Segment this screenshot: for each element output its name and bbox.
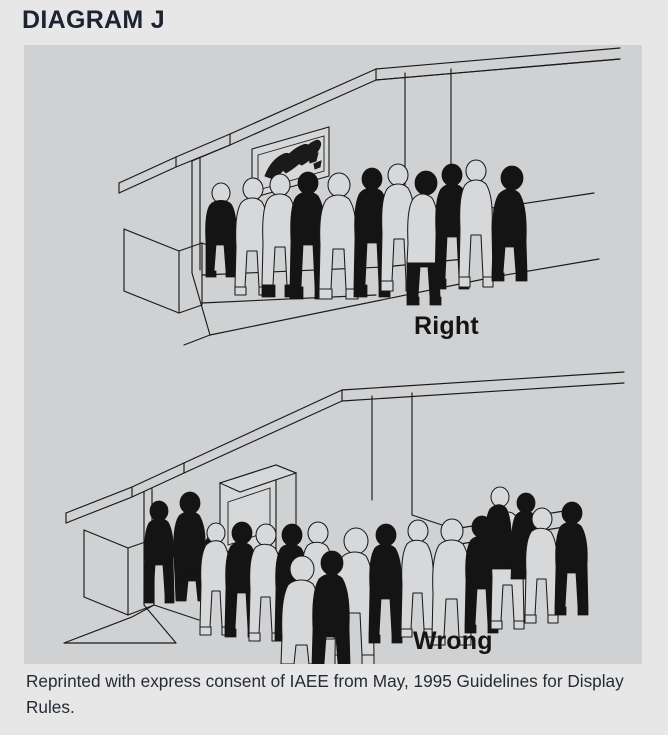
- attendee-figure: [368, 523, 403, 644]
- crowd-right: [205, 159, 528, 306]
- attendee-figure: [205, 182, 237, 278]
- attendee-figure: [248, 523, 283, 642]
- scene-label-right: Right: [414, 312, 479, 340]
- attendee-figure: [311, 550, 351, 664]
- attendee-figure: [318, 172, 359, 300]
- attendee-figure: [406, 170, 442, 306]
- attendee-figure: [524, 507, 559, 624]
- title-band: DIAGRAM J: [0, 0, 236, 45]
- page-title: DIAGRAM J: [22, 6, 165, 34]
- attendee-figure: [491, 165, 528, 282]
- attendee-figure: [458, 159, 494, 288]
- attendee-figure: [280, 555, 322, 664]
- artwork-scribble: [264, 139, 322, 186]
- scene-label-wrong: Wrong: [413, 627, 493, 655]
- attendee-figure: [143, 500, 175, 604]
- booth-illustration-svg: [63, 47, 625, 664]
- crowd-wrong: [143, 486, 589, 664]
- attendee-figure: [400, 519, 435, 638]
- attendee-figure: [199, 522, 232, 636]
- illustration-panel: Right Wrong: [24, 45, 642, 664]
- attendee-figure: [484, 486, 513, 570]
- attendee-figure: [554, 501, 589, 616]
- scene-wrong-group: [63, 371, 625, 664]
- source-caption: Reprinted with express consent of IAEE f…: [26, 671, 624, 717]
- attendee-figure: [173, 491, 231, 602]
- scene-right-group: [118, 47, 621, 346]
